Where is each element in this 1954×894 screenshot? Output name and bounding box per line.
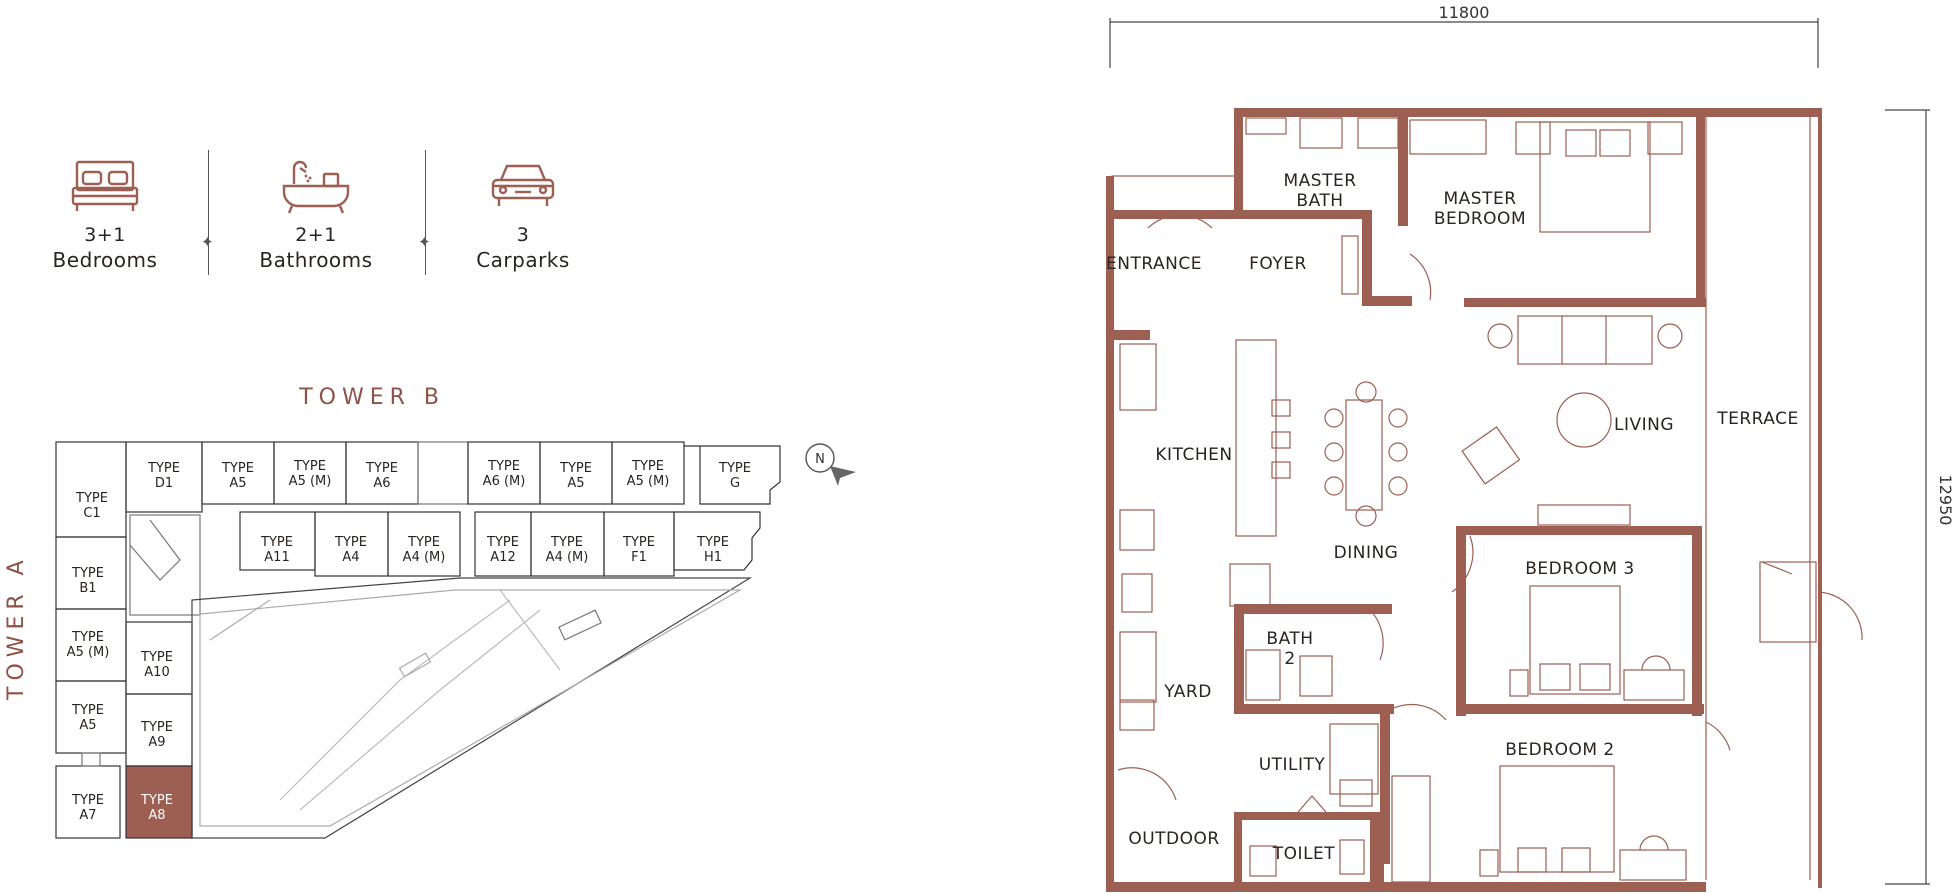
divider-star-icon: ✦ [201, 233, 214, 251]
room-label-yard: YARD [1163, 682, 1212, 702]
bedrooms-label: Bedrooms [52, 248, 158, 272]
room-label-entrance: ENTRANCE [1106, 254, 1202, 274]
tower-b-label: TOWER B [299, 385, 445, 410]
room-label-living: LIVING [1614, 415, 1674, 435]
room-label-outdoor: OUTDOOR [1128, 829, 1219, 849]
room-label-toilet: TOILET [1272, 844, 1335, 864]
north-compass-icon: N [805, 443, 856, 486]
carparks-feature: 3 Carparks [438, 158, 608, 272]
bedrooms-feature: 3+1 Bedrooms [20, 158, 190, 272]
bathrooms-count: 2+1 [295, 224, 337, 246]
room-label-terrace: TERRACE [1716, 409, 1799, 429]
highlighted-unit-a8[interactable] [125, 765, 193, 839]
carparks-count: 3 [516, 224, 530, 246]
room-label-utility: UTILITY [1259, 755, 1326, 775]
divider-star-icon: ✦ [418, 233, 431, 251]
bed-icon [71, 160, 139, 211]
room-label-foyer: FOYER [1249, 254, 1307, 274]
bathtub-icon [282, 160, 350, 214]
feature-divider [208, 150, 209, 275]
dimension-width: 11800 [1439, 3, 1490, 22]
bathrooms-label: Bathrooms [259, 248, 373, 272]
carparks-label: Carparks [476, 248, 570, 272]
feature-divider [425, 150, 426, 275]
bathrooms-feature: 2+1 Bathrooms [231, 158, 401, 272]
room-label-bedroom-2: BEDROOM 2 [1505, 740, 1614, 760]
room-label-kitchen: KITCHEN [1155, 445, 1232, 465]
bedrooms-count: 3+1 [84, 224, 126, 246]
room-label-bedroom-3: BEDROOM 3 [1525, 559, 1634, 579]
car-icon [491, 164, 555, 206]
dimension-height: 12950 [1936, 475, 1954, 526]
room-label-dining: DINING [1334, 543, 1399, 563]
svg-text:N: N [815, 452, 825, 467]
